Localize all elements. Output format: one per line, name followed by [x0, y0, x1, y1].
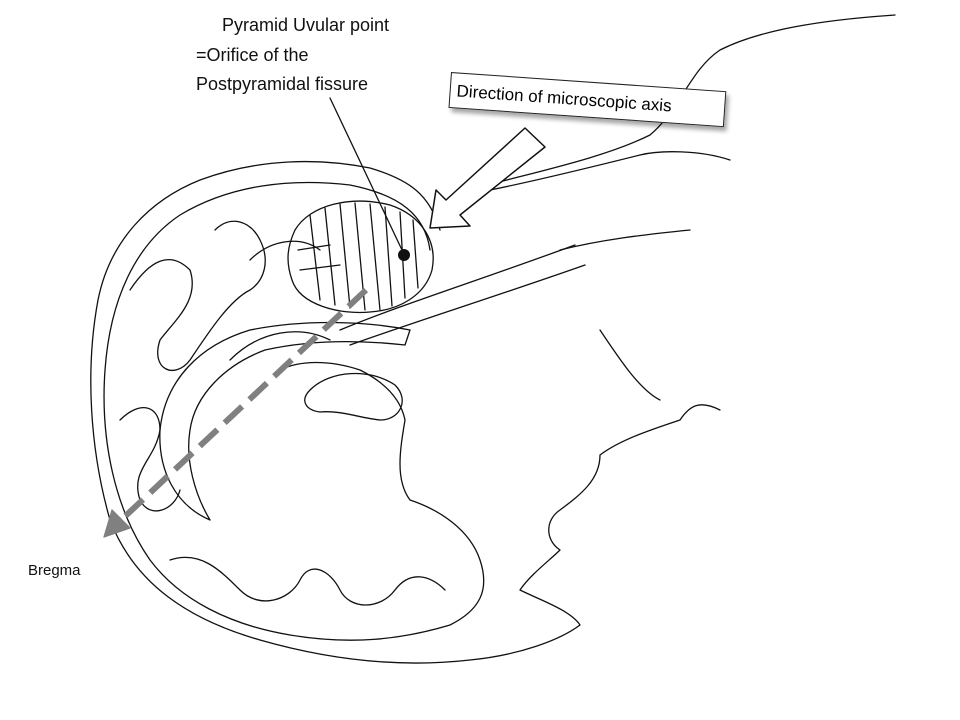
head-outline: [90, 160, 721, 664]
neck-outline-lower: [489, 151, 731, 251]
pyramid-uvular-point: [398, 249, 410, 261]
microscope-direction-arrow: [429, 127, 546, 229]
brain-outline: [103, 181, 485, 641]
dashed-axis-line: [115, 287, 369, 526]
corpus-callosum: [159, 321, 411, 521]
bregma-label: Bregma: [28, 562, 81, 579]
cortex-gyri: [119, 220, 446, 606]
cerebellum: [287, 200, 434, 314]
pyramid-label-line3: Postpyramidal fissure: [196, 74, 369, 94]
dashed-arrow-head: [103, 509, 131, 538]
brainstem: [339, 244, 586, 346]
thalamus: [304, 372, 403, 421]
pyramid-label-line1: Pyramid Uvular point: [222, 15, 390, 35]
pyramid-label-line2: =Orifice of the: [196, 45, 309, 65]
leader-line: [329, 97, 403, 251]
